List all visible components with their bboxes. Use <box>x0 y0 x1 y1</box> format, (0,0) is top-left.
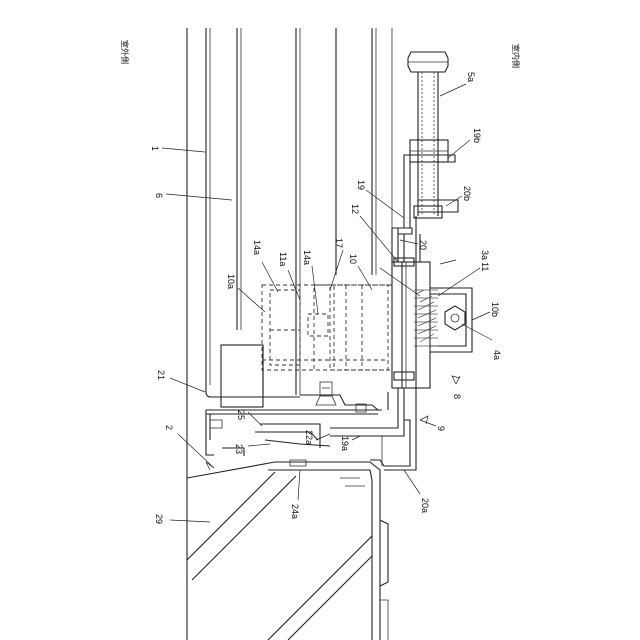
leader-lines <box>162 84 492 522</box>
label-12: 12 <box>350 204 360 214</box>
indoor-side-label: 室内側 <box>511 44 521 68</box>
label-23: 23 <box>234 444 244 454</box>
label-4a: 4a <box>492 350 502 360</box>
label-11: 11 <box>480 262 490 271</box>
label-20b: 20b <box>462 186 472 201</box>
label-17: 17 <box>334 238 344 248</box>
hidden-parts-dashed <box>262 285 392 370</box>
label-11a: 11a <box>278 252 288 266</box>
clamp-block-3a <box>392 258 472 388</box>
label-10b: 10b <box>490 302 500 317</box>
label-19: 19 <box>356 180 366 190</box>
label-5a: 5a <box>466 72 476 82</box>
label-3a: 3a <box>480 250 490 260</box>
label-22a: 22a <box>304 430 314 445</box>
label-14a-left: 14a <box>252 240 262 255</box>
outdoor-side-label: 室外側 <box>120 40 130 64</box>
label-10a: 10a <box>226 274 236 289</box>
label-20a: 20a <box>420 498 430 513</box>
label-20: 20 <box>418 240 428 250</box>
lower-unit-29 <box>187 460 388 640</box>
label-24a: 24a <box>290 504 300 519</box>
label-19b: 19b <box>472 128 482 143</box>
lower-frame-member-21 <box>206 345 382 456</box>
label-21: 21 <box>156 370 166 380</box>
frame-member-lines <box>187 28 392 640</box>
label-19a: 19a <box>340 436 350 451</box>
reference-numerals: 1 6 21 2 29 10a 14a 11a 14a 17 10 12 19 … <box>150 72 502 524</box>
label-6: 6 <box>154 193 164 198</box>
label-10: 10 <box>348 254 358 264</box>
label-2: 2 <box>164 425 174 430</box>
label-29: 29 <box>154 514 164 524</box>
label-14a-right: 14a <box>302 250 312 265</box>
bolt-5a <box>408 52 448 218</box>
label-25: 25 <box>236 410 246 420</box>
label-1: 1 <box>150 146 160 151</box>
label-9: 9 <box>436 426 446 431</box>
label-8: 8 <box>452 394 462 399</box>
